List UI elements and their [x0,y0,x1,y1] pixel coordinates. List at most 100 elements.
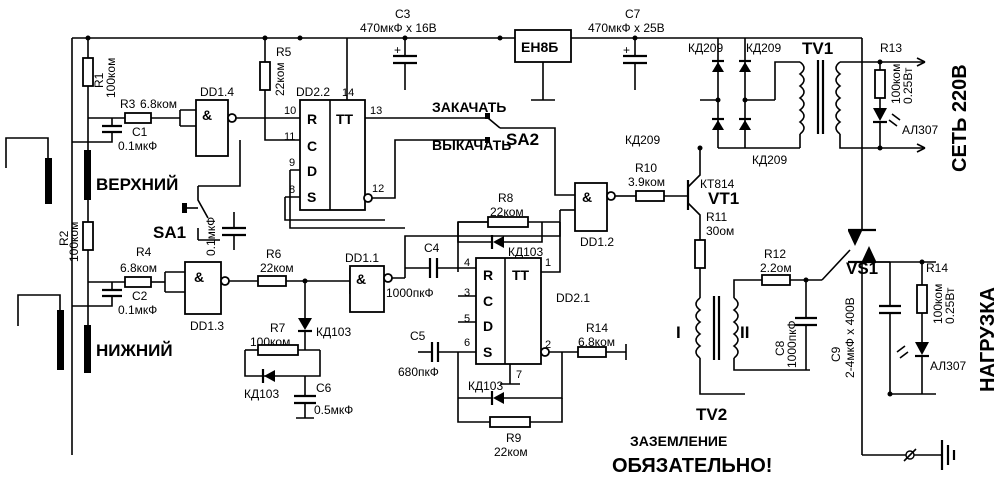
r11-ref: R11 [706,210,727,224]
kd103-c-label: КД103 [508,245,543,259]
kd209-1: КД209 [688,41,723,55]
c6-ref: C6 [316,381,332,395]
r3-value: 6.8ком [140,97,177,111]
resistor-r5: R5 22ком [259,38,300,141]
c4-value: 1000пкФ [386,286,434,300]
resistor-r12: R12 2.2ом [760,247,822,286]
regulator-eh8b: ЕН8Б [514,29,572,101]
kd209-4: КД209 [752,153,787,167]
r4-ref: R4 [136,245,152,259]
dd22-pin9: 9 [289,157,295,169]
gate-dd14: & DD1.4 [179,85,300,157]
mains-label: СЕТЬ 220В [949,64,971,172]
r12-value: 2.2ом [760,261,792,275]
dd22-pin14: 14 [342,87,354,99]
c4-ref: C4 [424,241,440,255]
transformer-tv2: I II TV2 [676,279,810,424]
c2-value: 0.1мкФ [118,303,157,317]
gate-dd13: & DD1.3 [164,261,258,333]
r2-ref: R2 [57,230,71,246]
dd21-ref: DD2.1 [556,291,590,305]
sa1-cap-value: 0.1мкФ [204,217,218,256]
kd103-a-label: КД103 [316,325,351,339]
ground-warning: ЗАЗЕМЛЕНИЕ ОБЯЗАТЕЛЬНО! [612,433,772,477]
lower-electrode: НИЖНИЙ [17,294,173,373]
dd22-pin10: 10 [284,105,296,117]
dd14-and: & [202,107,212,123]
resistor-r6: R6 22ком [257,247,350,287]
c8-ref: C8 [773,340,787,356]
transformer-tv1: TV1 [774,39,925,149]
resistor-r13: R13 100ком 0.25Вт [874,41,915,108]
r11-value: 30ом [706,224,734,238]
dd21-s: S [483,344,492,360]
upper-label: ВЕРХНИЙ [96,175,178,194]
transistor-vt1: КТ814 VT1 [686,145,739,240]
load-terminal: НАГРУЗКА [890,261,999,395]
sa2-ref: SA2 [506,130,539,149]
switch-sa1: SA1 0.1мкФ [153,140,246,256]
c3-ref: C3 [395,7,411,21]
c3-polarity: + [394,43,401,57]
al307-mains: АЛ307 [902,123,938,137]
diode-kd103-a: КД103 [298,281,351,350]
resistor-r7: R7 100ком [245,321,320,356]
r8-value: 22ком [490,205,524,219]
r9-ref: R9 [506,431,522,445]
sa1-ref: SA1 [153,223,186,242]
dd21-pin1: 1 [545,257,551,269]
c7-value: 470мкФ х 25В [588,21,665,35]
sa2-pos1: ЗАКАЧАТЬ [432,99,506,115]
r10-value: 3.9ком [628,175,665,189]
dd21-tt: TT [512,267,530,283]
gate-dd12: & DD1.2 [560,182,620,249]
upper-electrode: ВЕРХНИЙ [5,137,178,204]
c9-value: 2-4мкФ х 400В [843,297,857,378]
r10-ref: R10 [635,161,657,175]
r5-ref: R5 [276,45,292,59]
upper-electrode-rod [45,158,52,204]
r14a-ref: R14 [926,261,948,275]
lower-electrode-rod [57,310,64,370]
capacitor-c4: C4 1000пкФ [386,241,476,300]
dd13-ref: DD1.3 [190,319,224,333]
r6-ref: R6 [266,247,282,261]
dd22-d: D [307,163,317,179]
c2-ref: C2 [132,289,148,303]
r7-ref: R7 [270,321,286,335]
c5-value: 680пкФ [398,365,439,379]
dd12-and: & [582,189,592,205]
c3-value: 470мкФ х 16В [360,21,437,35]
tv2-w2: II [740,323,749,342]
kd103-b-label: КД103 [244,387,279,401]
dd22-s: S [307,189,316,205]
r12-ref: R12 [764,247,786,261]
resistor-r9: КД103 R9 22ком [457,352,563,459]
mains-terminal: СЕТЬ 220В [916,57,971,172]
diode-kd103-b: КД103 [244,350,321,401]
dd13-and: & [194,269,204,285]
r1-value: 100ком [104,58,118,98]
upper-sensor-plate [84,150,91,200]
resistor-r8: R8 22ком КД103 [457,191,543,259]
capacitor-c1: C1 0.1мкФ [72,118,157,153]
al307-load: АЛ307 [930,359,966,373]
r3-ref: R3 [120,97,136,111]
dd12-ref: DD1.2 [580,235,614,249]
capacitor-c8: C8 1000пкФ [773,280,817,370]
lower-sensor-plate [84,325,91,373]
resistor-r10: R10 3.9ком [620,161,688,202]
r4-value: 6.8ком [120,261,157,275]
dd22-pin12: 12 [372,183,384,195]
gate-dd11: DD1.1 & [345,210,561,313]
c8-value: 1000пкФ [785,320,799,368]
dd21-pin3: 3 [464,287,470,299]
r2-value: 100ком [67,222,81,262]
c1-ref: C1 [132,125,148,139]
dd22-pin11: 11 [284,131,295,143]
c1-value: 0.1мкФ [118,139,157,153]
dd21-c: C [483,293,493,309]
capacitor-c7: C7 470мкФ х 25В + [588,7,665,90]
dd11-ref: DD1.1 [345,251,379,265]
